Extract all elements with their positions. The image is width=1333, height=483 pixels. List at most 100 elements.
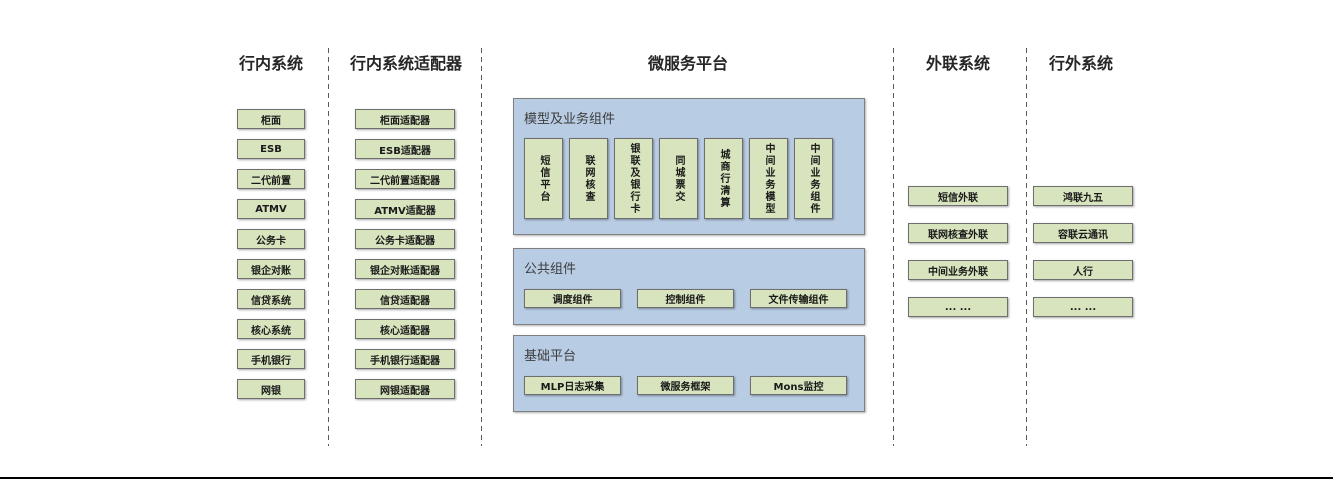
outreach-system-box: ... ... (908, 297, 1008, 317)
common-component-box: 控制组件 (637, 289, 734, 308)
internal-system-box-label: 二代前置 (251, 175, 291, 187)
common-component-box: 文件传输组件 (750, 289, 847, 308)
internal-system-box-label: 信贷系统 (251, 295, 291, 307)
internal-system-box-label: 柜面 (261, 115, 281, 127)
outreach-system-box: 短信外联 (908, 186, 1008, 206)
external-system-box: 鸿联九五 (1033, 186, 1133, 206)
internal-system-box-label: 公务卡 (256, 235, 286, 247)
column-header-outreach-systems: 外联系统 (925, 54, 990, 73)
section-label: 模型及业务组件 (524, 112, 616, 127)
base-component-box: MLP日志采集 (524, 376, 621, 395)
base-component-box-label: 微服务框架 (660, 382, 711, 393)
internal-system-box: 信贷系统 (237, 289, 305, 309)
model-component-box: 联网核查 (569, 138, 608, 219)
column-divider (893, 48, 894, 446)
platform-section-common-components: 公共组件 调度组件 控制组件 文件传输组件 (513, 248, 865, 325)
internal-adapter-box: 二代前置适配器 (355, 169, 455, 189)
model-component-box-label: 中间业务模型 (763, 142, 774, 215)
base-component-box-label: MLP日志采集 (540, 382, 605, 393)
model-component-box: 同城票交 (659, 138, 698, 219)
model-component-box: 城商行清算 (704, 138, 743, 219)
internal-system-box: 柜面 (237, 109, 305, 129)
outreach-systems-list: 短信外联联网核查外联中间业务外联 ... ... (908, 186, 1008, 317)
internal-adapter-box: 公务卡适配器 (355, 229, 455, 249)
column-header-microservice-platform: 微服务平台 (647, 54, 728, 73)
outreach-system-box-label: ... ... (944, 301, 972, 313)
model-component-box-label: 银联及银行卡 (628, 142, 639, 215)
common-component-box-label: 调度组件 (552, 295, 593, 306)
internal-adapter-box-label: 银企对账适配器 (370, 265, 440, 277)
base-platform-components-list: MLP日志采集 微服务框架 Mons监控 (524, 376, 847, 395)
base-component-box: 微服务框架 (637, 376, 734, 395)
model-component-box: 中间业务模型 (749, 138, 788, 219)
internal-system-box: 公务卡 (237, 229, 305, 249)
external-system-box-label: ... ... (1069, 301, 1097, 313)
internal-system-box-label: 银企对账 (251, 265, 291, 277)
internal-system-box-label: 手机银行 (251, 355, 291, 367)
common-component-box: 调度组件 (524, 289, 621, 308)
internal-system-box: ATMV (237, 199, 305, 219)
internal-adapter-box: 手机银行适配器 (355, 349, 455, 369)
model-component-box-label: 同城票交 (673, 154, 684, 203)
internal-system-box: 二代前置 (237, 169, 305, 189)
internal-system-box-label: ESB (260, 143, 282, 155)
internal-system-box: ESB (237, 139, 305, 159)
external-system-box: 人行 (1033, 260, 1133, 280)
internal-adapter-box-label: ATMV适配器 (374, 205, 436, 217)
model-component-box: 中间业务组件 (794, 138, 833, 219)
model-component-box: 短信平台 (524, 138, 563, 219)
section-label: 公共组件 (524, 262, 577, 277)
common-components-list: 调度组件 控制组件 文件传输组件 (524, 289, 847, 308)
internal-adapter-box-label: 核心适配器 (380, 325, 430, 337)
internal-adapter-box-label: 手机银行适配器 (370, 355, 440, 367)
outreach-system-box: 中间业务外联 (908, 260, 1008, 280)
base-component-box: Mons监控 (750, 376, 847, 395)
internal-adapters-list: 柜面适配器 ESB适配器二代前置适配器 ATMV适配器公务卡适配器银企对账适配器信贷… (355, 109, 455, 399)
internal-system-box: 银企对账 (237, 259, 305, 279)
platform-section-base-platform: 基础平台 MLP日志采集 微服务框架 Mons监控 (513, 335, 865, 412)
platform-section-model-business: 模型及业务组件 短信平台 联网核查 银联及银行卡 同城票交 城商行清算 中间业务模型 中间业… (513, 98, 865, 235)
model-business-components-list: 短信平台 联网核查 银联及银行卡 同城票交 城商行清算 中间业务模型 中间业务组件 (524, 138, 833, 219)
base-component-box-label: Mons监控 (773, 382, 824, 393)
model-component-box-label: 城商行清算 (718, 148, 729, 209)
section-label: 基础平台 (524, 349, 577, 364)
outreach-system-box-label: 联网核查外联 (928, 229, 988, 241)
internal-adapter-box-label: 信贷适配器 (380, 295, 430, 307)
model-component-box-label: 短信平台 (538, 154, 549, 203)
model-component-box-label: 中间业务组件 (808, 142, 819, 215)
common-component-box-label: 文件传输组件 (768, 295, 829, 306)
bottom-rule (0, 477, 1333, 479)
internal-adapter-box-label: 柜面适配器 (380, 115, 430, 127)
internal-adapter-box-label: ESB适配器 (379, 145, 431, 157)
internal-system-box-label: 网银 (261, 385, 281, 397)
internal-adapter-box-label: 公务卡适配器 (375, 235, 435, 247)
outreach-system-box-label: 中间业务外联 (928, 266, 988, 278)
internal-system-box: 手机银行 (237, 349, 305, 369)
column-header-external-systems: 行外系统 (1048, 54, 1113, 73)
internal-adapter-box: 银企对账适配器 (355, 259, 455, 279)
internal-adapter-box: 信贷适配器 (355, 289, 455, 309)
internal-adapter-box: 网银适配器 (355, 379, 455, 399)
internal-adapter-box: ATMV适配器 (355, 199, 455, 219)
column-divider (1026, 48, 1027, 446)
model-component-box-label: 联网核查 (583, 154, 594, 203)
internal-adapter-box-label: 网银适配器 (380, 385, 430, 397)
internal-system-box-label: 核心系统 (251, 325, 291, 337)
model-component-box: 银联及银行卡 (614, 138, 653, 219)
internal-adapter-box: ESB适配器 (355, 139, 455, 159)
column-divider (481, 48, 482, 446)
internal-system-box-label: ATMV (255, 203, 287, 215)
column-divider (328, 48, 329, 446)
external-system-box-label: 容联云通讯 (1058, 229, 1108, 241)
outreach-system-box-label: 短信外联 (938, 192, 978, 204)
common-component-box-label: 控制组件 (665, 295, 706, 306)
external-system-box-label: 人行 (1073, 266, 1093, 278)
external-system-box: 容联云通讯 (1033, 223, 1133, 243)
internal-system-box: 网银 (237, 379, 305, 399)
internal-adapter-box-label: 二代前置适配器 (370, 175, 440, 187)
internal-adapter-box: 柜面适配器 (355, 109, 455, 129)
internal-adapter-box: 核心适配器 (355, 319, 455, 339)
column-header-internal-systems: 行内系统 (238, 54, 303, 73)
internal-system-box: 核心系统 (237, 319, 305, 339)
